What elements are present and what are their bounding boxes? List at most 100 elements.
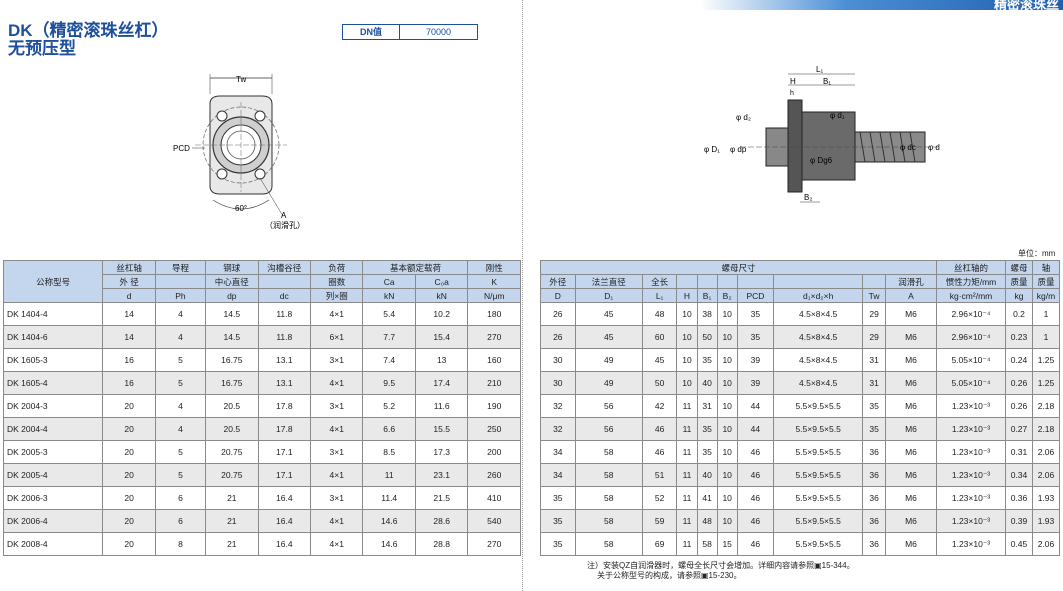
subheader-cell: 质量 xyxy=(1005,274,1033,289)
table-cell: 36 xyxy=(862,509,886,533)
page-title: DK（精密滚珠丝杠） 无预压型 xyxy=(8,22,169,58)
table-cell: 0.39 xyxy=(1005,509,1033,533)
table-cell: 250 xyxy=(467,417,521,441)
subheader-cell: 法兰直径 xyxy=(574,274,643,289)
hdr-kn2: kN xyxy=(414,288,469,303)
page-gutter xyxy=(522,0,524,591)
title-line-2: 无预压型 xyxy=(8,39,76,58)
table-cell: 10 xyxy=(676,371,698,395)
table-cell: 52 xyxy=(641,486,678,510)
hdr-c0a: C₀a xyxy=(414,274,469,289)
table-cell: 10 xyxy=(676,348,698,372)
nut-section-drawing: L₁ H B₁ h φ d₂ φ d₁ φ D₁ φ dp φ Dg6 φ dc… xyxy=(704,65,940,203)
tw-label: Tw xyxy=(236,75,246,84)
h-small-label: h xyxy=(790,90,794,97)
table-cell: 1 xyxy=(1032,325,1060,349)
table-cell: DK 2004-4 xyxy=(2,417,104,441)
table-cell: 28.8 xyxy=(414,532,469,556)
table-cell: 46 xyxy=(641,417,678,441)
table-cell: 35 xyxy=(540,532,576,556)
table-cell: 410 xyxy=(467,486,521,510)
table-cell: 1.25 xyxy=(1032,348,1060,372)
table-cell: 14.5 xyxy=(205,325,259,349)
table-cell: 32 xyxy=(540,394,576,418)
table-cell: 36 xyxy=(862,440,886,464)
footnote-line-1: 注）安装QZ自润滑器时，螺母全长尺寸会增加。详细内容请参照▣15-344。 xyxy=(587,561,855,570)
table-cell: 13 xyxy=(414,348,469,372)
flange-front-view-drawing: Tw PCD 60° A （润滑孔） xyxy=(173,74,305,230)
table-cell: DK 2008-4 xyxy=(2,532,104,556)
table-cell: 4.5×8×4.5 xyxy=(773,302,864,326)
table-cell: 0.2 xyxy=(1005,302,1033,326)
table-cell: 16.4 xyxy=(257,486,312,510)
hdr-nut-mass: 螺母 xyxy=(1005,260,1033,275)
table-cell: 13.1 xyxy=(257,348,312,372)
table-cell: 35 xyxy=(696,417,718,441)
col-stiffness: 刚性 xyxy=(467,260,521,275)
table-cell: 46 xyxy=(736,532,775,556)
table-cell: 5.5×9.5×5.5 xyxy=(773,394,864,418)
col-ball-pcd: 钢球 xyxy=(205,260,259,275)
table-cell: 5.5×9.5×5.5 xyxy=(773,440,864,464)
table-cell: 4.5×8×4.5 xyxy=(773,348,864,372)
table-cell: 46 xyxy=(641,440,678,464)
table-cell: 36 xyxy=(862,463,886,487)
table-cell: 0.27 xyxy=(1005,417,1033,441)
table-cell: 31 xyxy=(696,394,718,418)
b2-label: B₂ xyxy=(804,193,812,202)
symbol-header-cell: B₁ xyxy=(696,288,718,303)
b1-label: B₁ xyxy=(823,77,831,86)
dp-label: φ dp xyxy=(730,145,747,154)
table-cell: 29 xyxy=(862,325,886,349)
hdr-dp: dp xyxy=(205,288,259,303)
table-cell: 14.6 xyxy=(362,509,416,533)
table-cell: 14.5 xyxy=(205,302,259,326)
table-cell: 5.2 xyxy=(362,394,416,418)
table-cell: 0.31 xyxy=(1005,440,1033,464)
table-cell: 41 xyxy=(696,486,718,510)
footnote: 注）安装QZ自润滑器时，螺母全长尺寸会增加。详细内容请参照▣15-344。 关于… xyxy=(587,561,855,581)
table-cell: DK 2006-3 xyxy=(2,486,104,510)
table-cell: 7.7 xyxy=(362,325,416,349)
table-cell: 21 xyxy=(205,509,259,533)
table-cell: 10 xyxy=(676,302,698,326)
table-cell: 23.1 xyxy=(414,463,469,487)
table-cell: 21.5 xyxy=(414,486,469,510)
table-cell: 11 xyxy=(676,509,698,533)
table-cell: 4 xyxy=(154,302,207,326)
col-basic-load: 基本额定载荷 xyxy=(362,260,469,275)
table-cell: 17.8 xyxy=(257,394,312,418)
hdr-lead-2 xyxy=(154,274,207,289)
table-cell: 10 xyxy=(716,440,738,464)
table-cell: 10 xyxy=(716,509,738,533)
table-cell: 40 xyxy=(696,463,718,487)
subheader-cell xyxy=(676,274,698,289)
table-cell: 6 xyxy=(154,509,207,533)
table-cell: 10 xyxy=(716,486,738,510)
table-cell: 69 xyxy=(641,532,678,556)
symbol-header-cell: kg·cm²/mm xyxy=(936,288,1006,303)
table-cell: 35 xyxy=(736,325,775,349)
subheader-cell: 润滑孔 xyxy=(885,274,937,289)
spec-table-left: 公称型号 丝杠轴 导程 钢球 沟槽谷径 负荷 基本额定载荷 刚性 外 径 中心直… xyxy=(2,260,521,556)
table-cell: 4.5×8×4.5 xyxy=(773,371,864,395)
table-cell: 17.4 xyxy=(414,371,469,395)
angle-label: 60° xyxy=(235,204,247,213)
table-cell: DK 1605-3 xyxy=(2,348,104,372)
table-cell: 50 xyxy=(696,325,718,349)
table-cell: 160 xyxy=(467,348,521,372)
table-cell: 1.25 xyxy=(1032,371,1060,395)
table-cell: 5 xyxy=(154,463,207,487)
col-lead: 导程 xyxy=(154,260,207,275)
table-cell: 16.75 xyxy=(205,371,259,395)
subheader-cell: 惯性力矩/mm xyxy=(936,274,1006,289)
table-cell: 46 xyxy=(736,440,775,464)
table-cell: 0.26 xyxy=(1005,371,1033,395)
table-cell: 2.06 xyxy=(1032,463,1060,487)
